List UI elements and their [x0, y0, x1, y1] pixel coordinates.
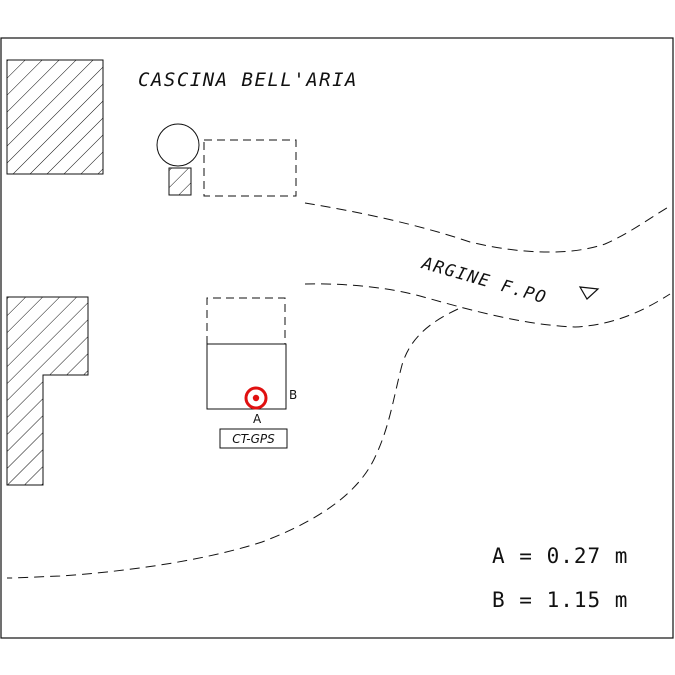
place-name-label: CASCINA BELL'ARIA — [138, 69, 358, 91]
station-building — [206, 343, 287, 410]
silo-circle — [156, 123, 200, 167]
road-dashed-line — [6, 308, 459, 579]
station-label-box — [219, 428, 288, 449]
building-left-lshape — [6, 296, 89, 486]
triangle-down-icon — [578, 286, 600, 300]
levee-upper-line — [304, 202, 671, 253]
measurement-b: B = 1.15 m — [492, 588, 628, 612]
levee-lower-line — [304, 283, 671, 328]
station-label: CT-GPS — [232, 432, 275, 446]
building-top-left — [6, 59, 104, 175]
target-marker-icon — [244, 386, 268, 410]
point-b-label: B — [289, 388, 297, 402]
small-hatched-structure — [168, 167, 192, 196]
measurement-a: A = 0.27 m — [492, 544, 628, 568]
dashed-structure-top — [203, 139, 297, 197]
point-a-label: A — [253, 412, 262, 426]
map-frame — [0, 37, 674, 639]
dashed-structure-station-top — [206, 297, 286, 344]
